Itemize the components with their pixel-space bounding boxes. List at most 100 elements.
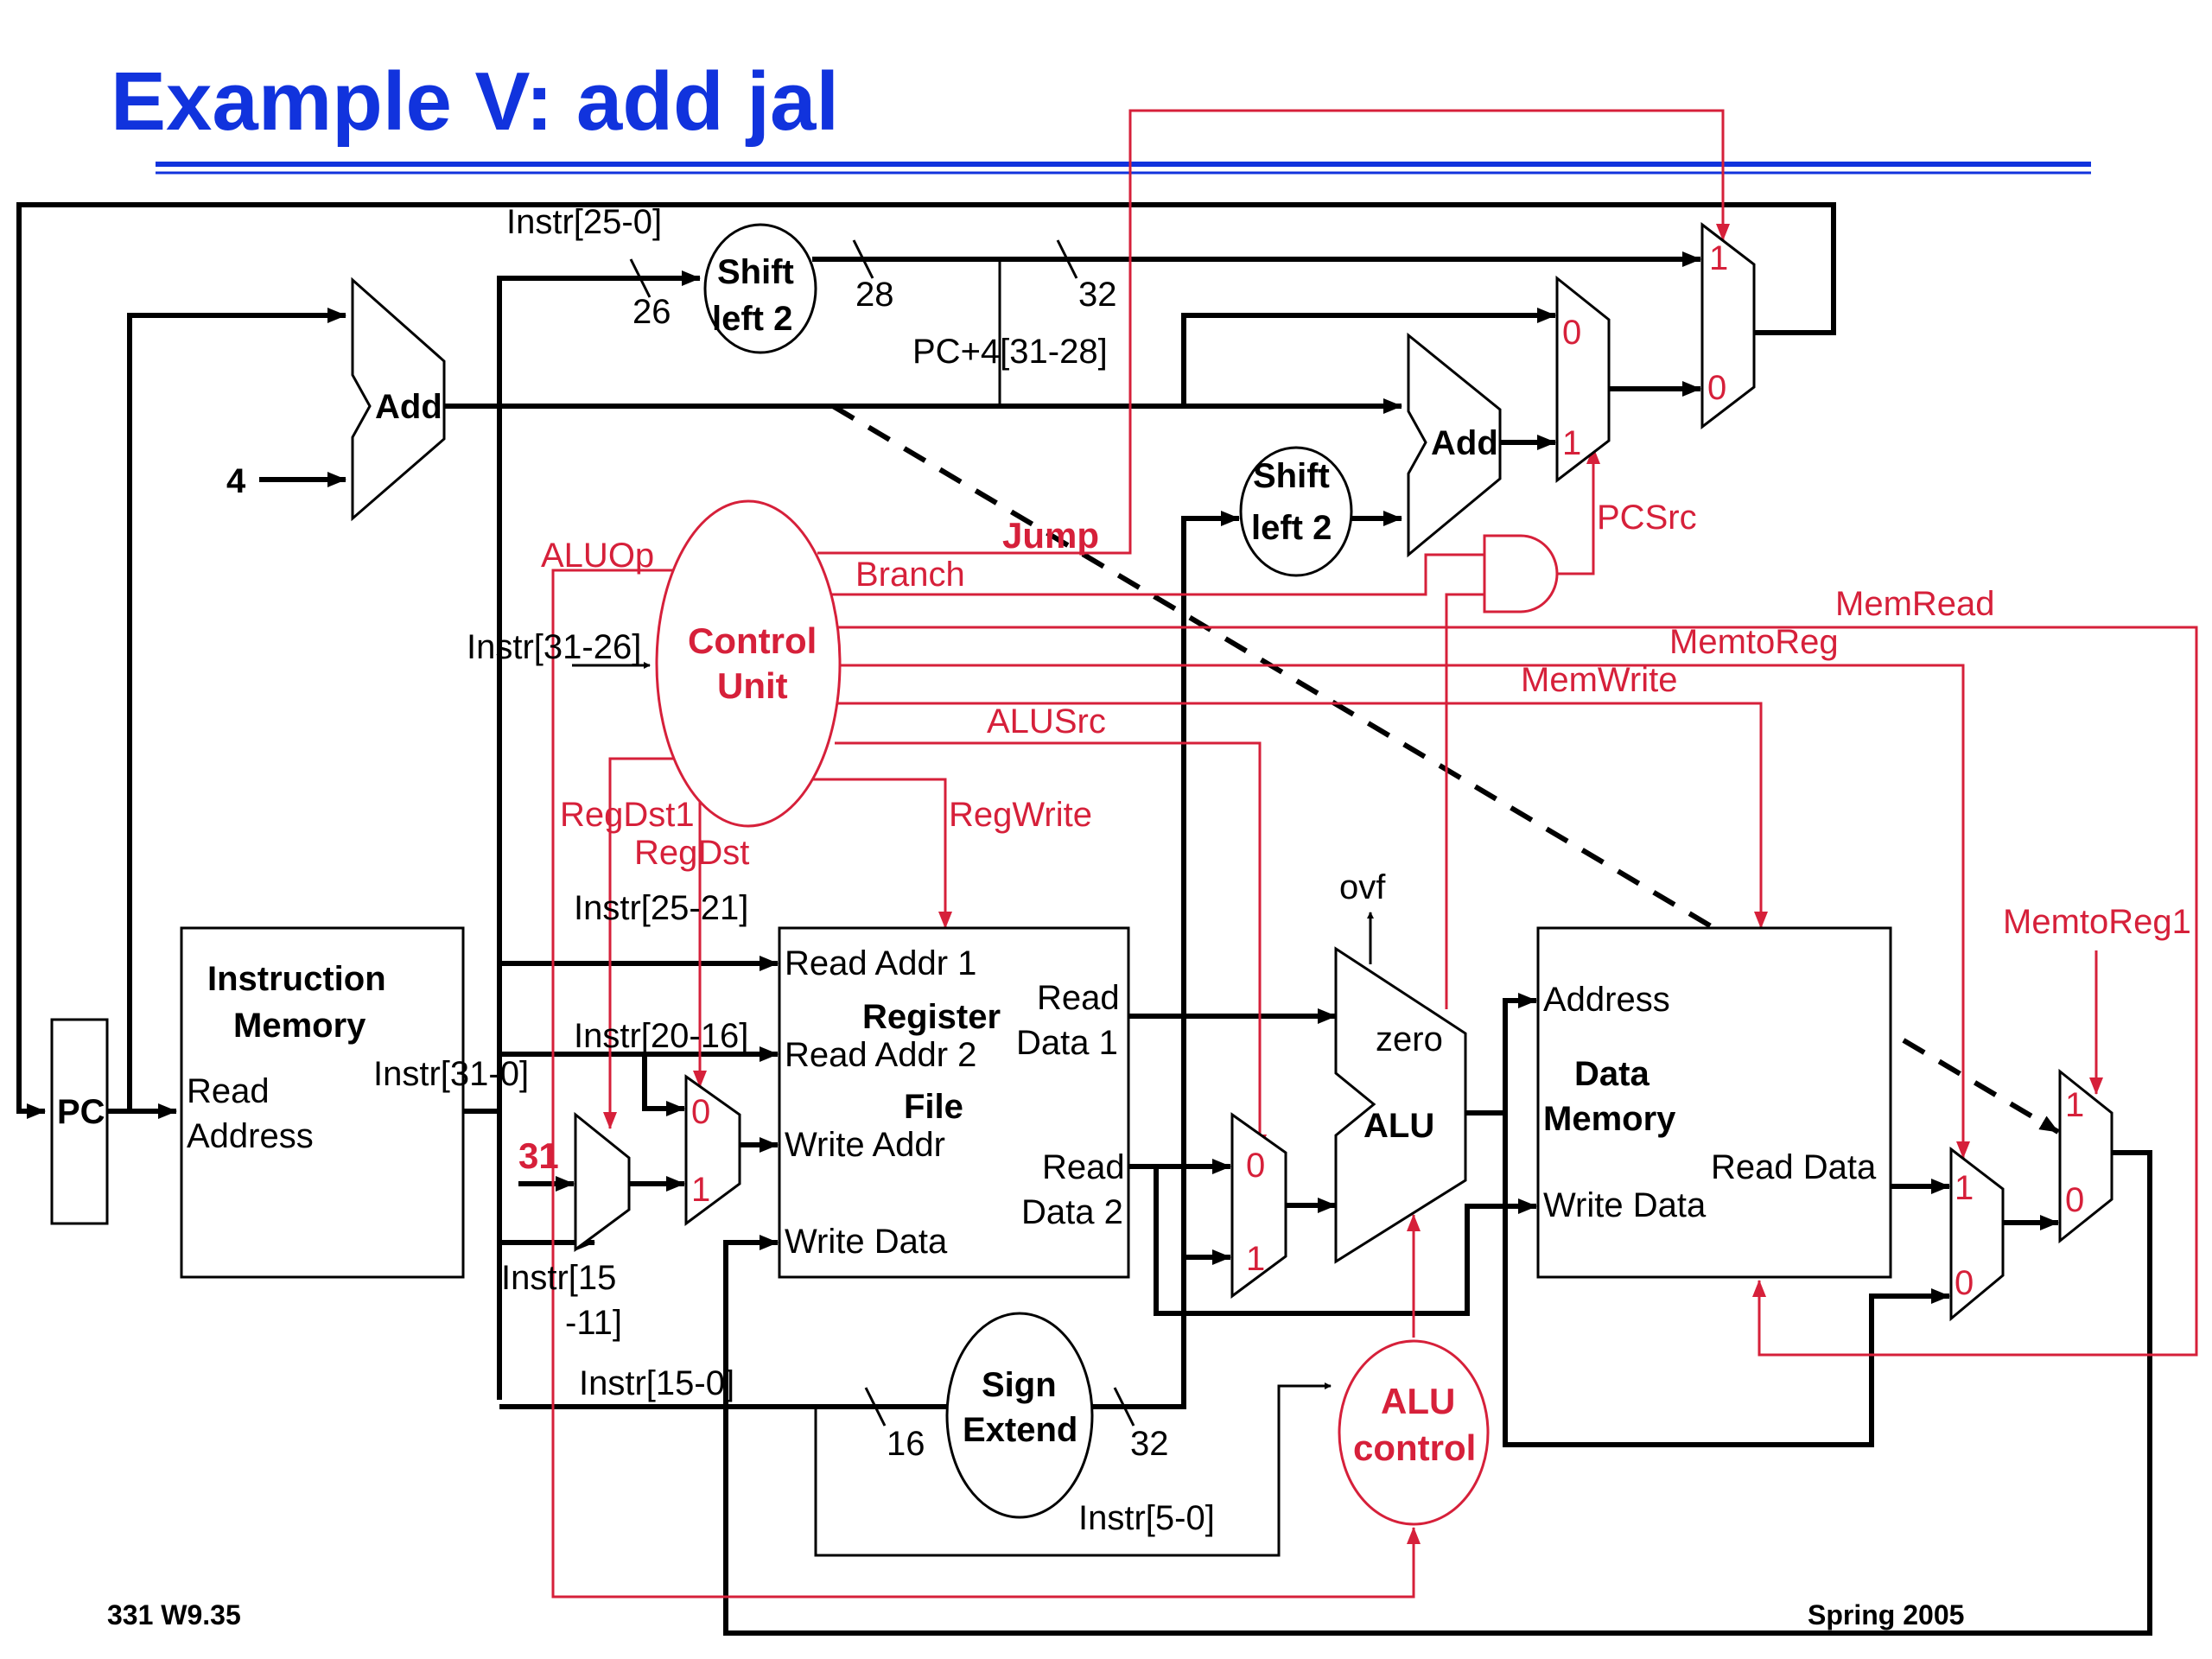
branch-shift-label-1: Shift — [1253, 457, 1330, 495]
memtoreg-mux — [1949, 1146, 2005, 1322]
alu-control-label-1: ALU — [1381, 1381, 1455, 1421]
alu-zero-label: zero — [1376, 1020, 1443, 1058]
signal-regwrite: RegWrite — [949, 796, 1092, 834]
alusrc-mux-in1: 1 — [1246, 1240, 1265, 1278]
register-file — [778, 926, 1130, 1279]
label-pc4-31-28: PC+4[31-28] — [912, 333, 1108, 371]
const-4: 4 — [226, 462, 246, 500]
jump-shift-label-1: Shift — [717, 253, 794, 291]
sign-extend — [945, 1312, 1094, 1519]
regdst-mux — [684, 1074, 741, 1226]
imem-address-label: Address — [187, 1117, 314, 1155]
memtoreg-mux-in1: 1 — [1955, 1169, 1974, 1207]
pc-label: PC — [57, 1093, 105, 1131]
control-unit-label-1: Control — [688, 620, 817, 661]
rf-read-data-1a: Read — [1037, 979, 1120, 1017]
label-instr-31-0: Instr[31-0] — [373, 1055, 529, 1093]
branch-and-gate — [1483, 534, 1559, 613]
label-instr-20-16: Instr[20-16] — [574, 1017, 748, 1055]
label-width-16: 16 — [887, 1425, 925, 1463]
regdst-mux-in1: 1 — [691, 1171, 710, 1209]
alu-control-label-2: control — [1353, 1427, 1476, 1468]
memtoreg-mux-in0: 0 — [1955, 1264, 1974, 1302]
pc-adder-label: Add — [375, 388, 442, 426]
signal-memwrite: MemWrite — [1521, 661, 1677, 699]
slide-title: Example V: add jal — [111, 55, 839, 148]
rf-label-2: File — [904, 1088, 963, 1126]
jump-mux-in0: 0 — [1707, 369, 1726, 407]
pcsrc-mux — [1555, 275, 1611, 484]
memtoreg1-mux-in0: 0 — [2065, 1181, 2084, 1219]
dmem-read-data: Read Data — [1711, 1148, 1877, 1186]
pc-register — [50, 1018, 109, 1225]
label-instr-15-11-a: Instr[15 — [501, 1259, 616, 1297]
branch-shift-label-2: left 2 — [1251, 509, 1332, 547]
label-instr-5-0: Instr[5-0] — [1078, 1499, 1215, 1537]
signal-aluop: ALUOp — [541, 537, 654, 575]
alusrc-mux-in0: 0 — [1246, 1147, 1265, 1185]
dmem-write-data: Write Data — [1543, 1186, 1707, 1224]
alu — [1334, 946, 1467, 1264]
label-instr-25-0: Instr[25-0] — [506, 203, 662, 241]
signal-regdst1: RegDst1 — [560, 796, 695, 834]
pcsrc-mux-in1: 1 — [1562, 424, 1581, 462]
datapath-buses — [16, 202, 2152, 1636]
signal-branch: Branch — [855, 556, 965, 594]
footer-right: Spring 2005 — [1808, 1599, 1964, 1630]
rf-write-data: Write Data — [785, 1223, 948, 1261]
bus-width-slashes — [629, 239, 1135, 1427]
branch-adder — [1407, 332, 1502, 558]
signal-jump: Jump — [1002, 515, 1099, 556]
label-width-32-top: 32 — [1078, 276, 1117, 314]
rf-read-addr-1: Read Addr 1 — [785, 944, 976, 982]
signal-memtoreg1: MemtoReg1 — [2003, 903, 2191, 941]
pcsrc-mux-in0: 0 — [1562, 314, 1581, 352]
signal-regdst: RegDst — [634, 834, 749, 872]
signal-memtoreg: MemtoReg — [1669, 623, 1839, 661]
imem-label-2: Memory — [233, 1007, 366, 1045]
rf-read-data-2b: Data 2 — [1021, 1193, 1123, 1231]
rf-read-addr-2: Read Addr 2 — [785, 1036, 976, 1074]
signal-memread: MemRead — [1835, 585, 1995, 623]
jump-shift-left-2 — [703, 223, 817, 354]
signal-pcsrc: PCSrc — [1597, 499, 1697, 537]
rf-label-1: Register — [862, 998, 1001, 1036]
dmem-label-2: Memory — [1543, 1100, 1676, 1138]
control-unit-label-2: Unit — [717, 665, 788, 706]
branch-adder-label: Add — [1431, 424, 1498, 462]
regdst1-mux — [574, 1111, 631, 1252]
imem-label-1: Instruction — [207, 960, 386, 998]
alusrc-mux — [1230, 1112, 1287, 1299]
data-memory — [1536, 926, 1892, 1279]
rf-read-data-2a: Read — [1042, 1148, 1125, 1186]
alu-label: ALU — [1363, 1107, 1434, 1145]
instruction-memory — [180, 926, 465, 1279]
jump-mux — [1700, 221, 1756, 430]
jump-mux-in1: 1 — [1709, 239, 1728, 277]
footer-left: 331 W9.35 — [107, 1599, 241, 1630]
alu-ovf-label: ovf — [1339, 868, 1386, 906]
rf-write-addr: Write Addr — [785, 1126, 945, 1164]
const-31: 31 — [518, 1135, 559, 1176]
label-instr-25-21: Instr[25-21] — [574, 889, 748, 927]
pc-adder — [351, 276, 446, 522]
alu-control — [1338, 1339, 1490, 1526]
imem-read-label: Read — [187, 1072, 270, 1110]
control-unit — [655, 499, 842, 828]
label-width-26: 26 — [632, 293, 671, 331]
signal-alusrc: ALUSrc — [987, 702, 1106, 741]
dmem-label-1: Data — [1574, 1055, 1649, 1093]
regdst-mux-in0: 0 — [691, 1093, 710, 1131]
rf-read-data-1b: Data 1 — [1016, 1024, 1118, 1062]
sign-extend-label-2: Extend — [963, 1411, 1077, 1449]
label-instr-31-26: Instr[31-26] — [467, 628, 641, 666]
label-width-28: 28 — [855, 276, 894, 314]
label-instr-15-0: Instr[15-0] — [579, 1364, 734, 1402]
control-wires — [551, 109, 2198, 1599]
branch-shift-left-2 — [1239, 446, 1353, 577]
memtoreg1-mux-in1: 1 — [2065, 1086, 2084, 1124]
sign-extend-label-1: Sign — [982, 1366, 1057, 1404]
label-width-32-bottom: 32 — [1130, 1425, 1169, 1463]
jump-shift-label-2: left 2 — [712, 300, 792, 338]
